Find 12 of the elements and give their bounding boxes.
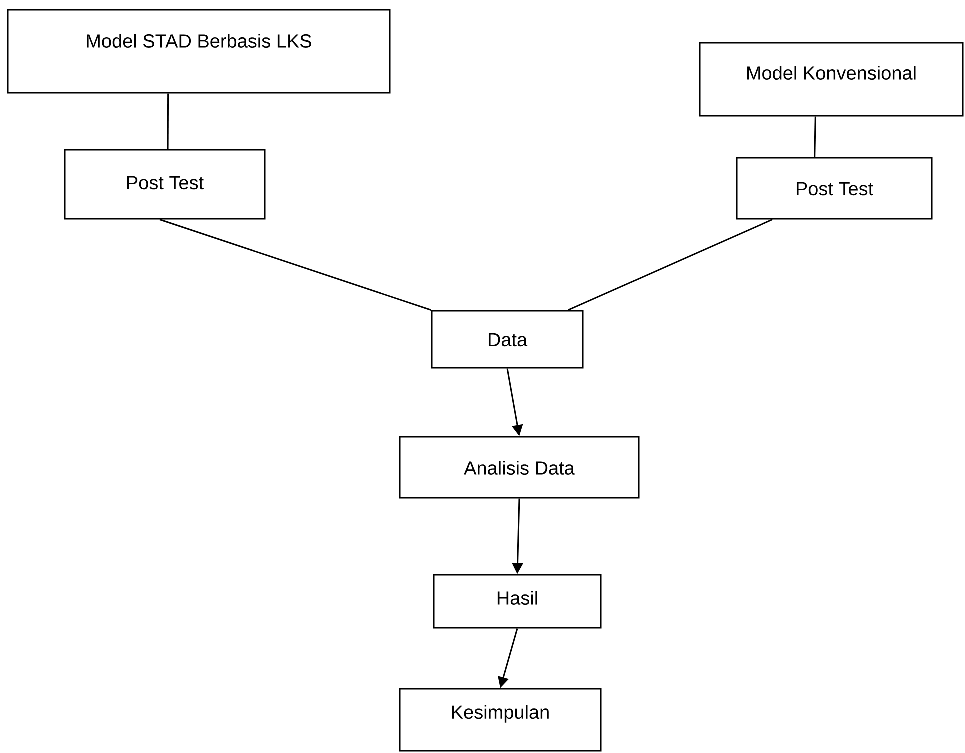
process-box: Hasil <box>433 574 602 629</box>
process-box: Data <box>431 310 584 369</box>
process-box: Post Test <box>64 149 266 220</box>
connector-line <box>167 94 170 150</box>
connector-line <box>160 219 432 311</box>
process-box: Model STAD Berbasis LKS <box>7 9 391 94</box>
process-box: Kesimpulan <box>399 688 602 752</box>
process-box: Model Konvensional <box>699 42 964 117</box>
connector-line <box>568 219 773 311</box>
process-box: Post Test <box>736 157 933 220</box>
process-box: Analisis Data <box>399 436 640 499</box>
connector-line <box>814 116 816 158</box>
